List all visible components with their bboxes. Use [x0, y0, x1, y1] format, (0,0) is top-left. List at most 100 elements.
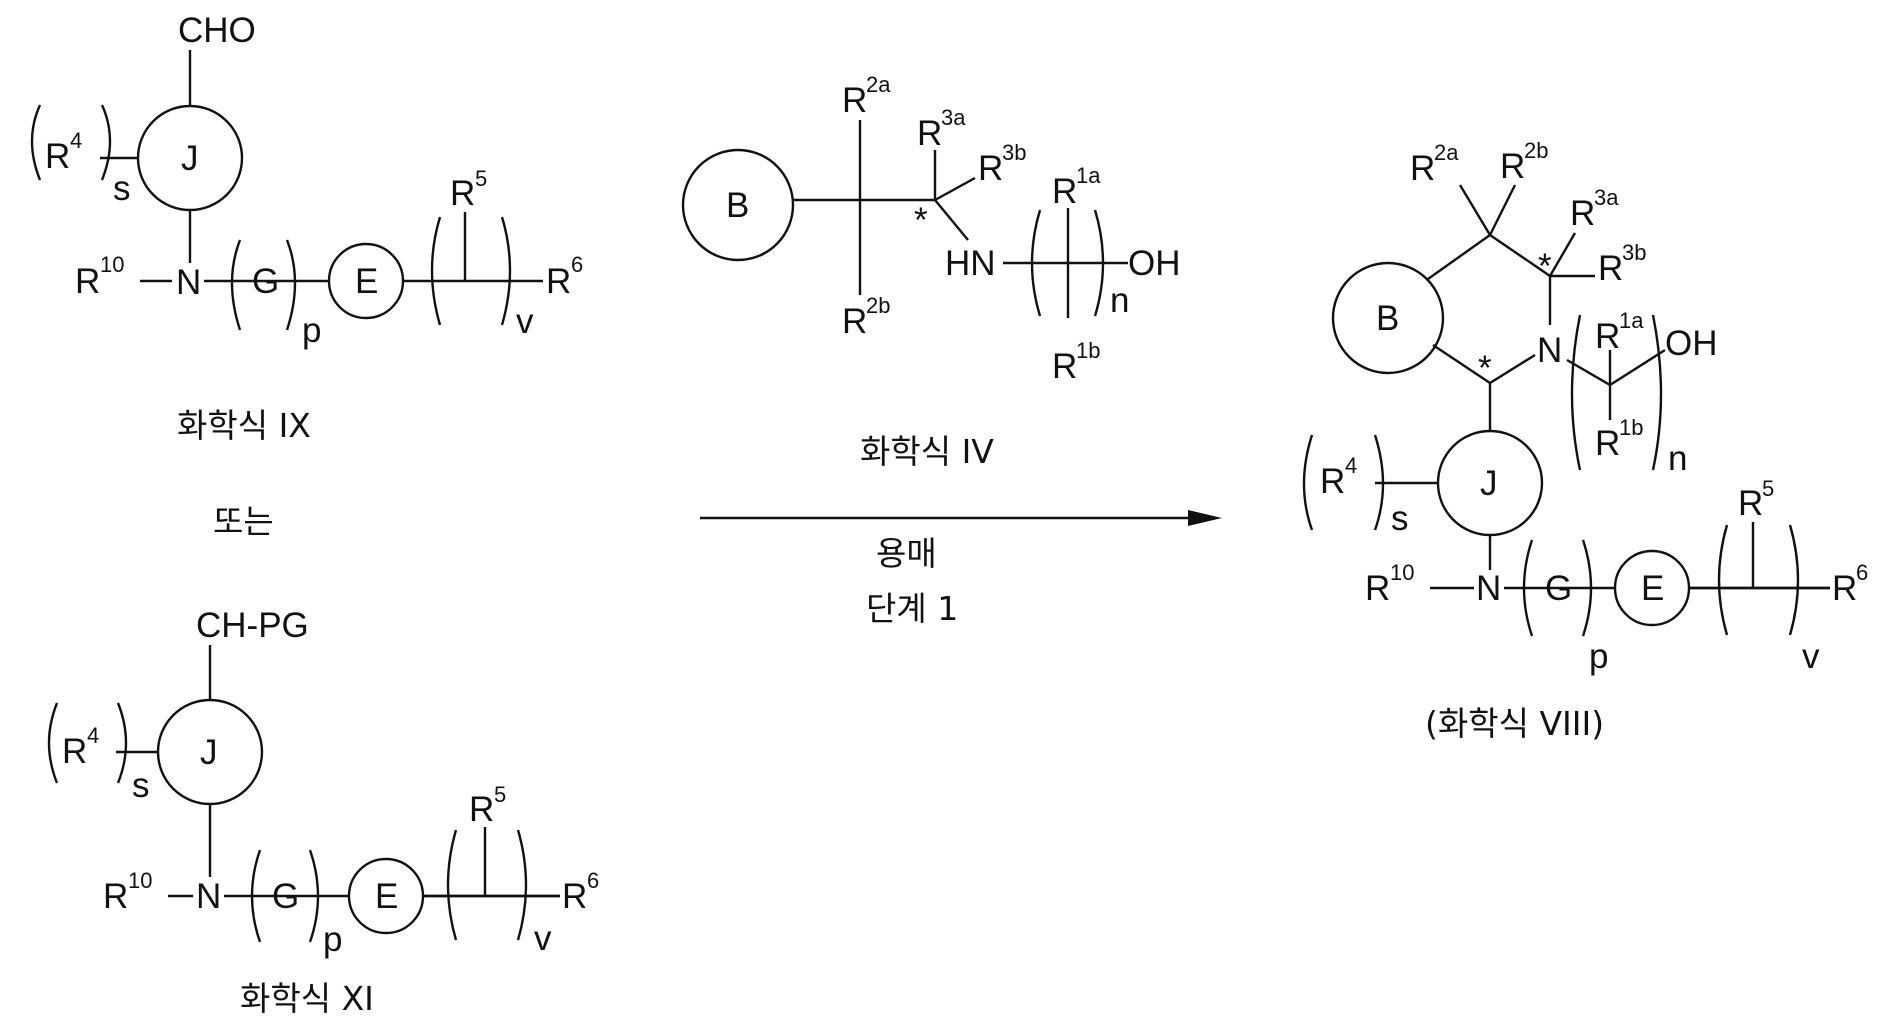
superscript: 10 — [100, 252, 124, 277]
superscript: 6 — [571, 252, 583, 277]
cho-label: CHO — [178, 11, 256, 50]
caption-formula-iv: 화학식 IV — [860, 432, 994, 471]
ring-j-label: J — [181, 139, 199, 178]
reaction-arrow — [700, 510, 1222, 526]
compound-iv: B R 2a R 2b R 3a R 3b * HN R 1a R 1b n O… — [683, 72, 1181, 386]
paren-left — [1719, 525, 1727, 635]
bond — [1490, 355, 1535, 383]
r-label: R — [978, 149, 1003, 188]
ring-e-label: E — [355, 262, 378, 301]
arrow-solvent-label: 용매 — [876, 534, 937, 573]
superscript: 3b — [1002, 140, 1026, 165]
r-label: R — [1500, 147, 1525, 186]
ring-j-label: J — [1480, 464, 1498, 503]
superscript: 3b — [1622, 240, 1646, 265]
r-label: R — [1320, 462, 1345, 501]
subscript-p: p — [302, 311, 321, 350]
paren-left — [1572, 315, 1580, 470]
ch-pg-label: CH-PG — [196, 606, 309, 645]
superscript: 1a — [1076, 163, 1101, 188]
stereo-star: * — [1478, 349, 1492, 388]
superscript: 1b — [1076, 338, 1100, 363]
subscript-v: v — [516, 302, 534, 341]
g-label: G — [272, 877, 299, 916]
r-label: R — [1570, 194, 1595, 233]
r-label: R — [842, 302, 867, 341]
r-label: R — [842, 81, 867, 120]
r-label: R — [45, 137, 70, 176]
superscript: 2a — [1434, 140, 1459, 165]
compound-viii: B R 2a R 2b * R 3a R 3b N * R 1a R 1b n … — [1304, 138, 1868, 676]
superscript: 4 — [87, 723, 99, 748]
superscript: 2b — [1524, 138, 1548, 163]
paren-right — [287, 240, 295, 330]
oh-label: OH — [1128, 244, 1181, 283]
r-label: R — [546, 262, 571, 301]
r-label: R — [1052, 172, 1077, 211]
superscript: 3a — [1594, 185, 1619, 210]
caption-formula-viii: (화학식 VIII) — [1425, 704, 1604, 743]
stereo-star: * — [914, 201, 928, 240]
n-label: N — [1537, 331, 1562, 370]
ring-b-label: B — [726, 186, 749, 225]
ring-b-label: B — [1376, 299, 1399, 338]
n-label: N — [196, 877, 221, 916]
r-label: R — [1052, 347, 1077, 386]
ring-e-label: E — [1641, 569, 1664, 608]
compound-ix: CHO R 4 s J R 10 N G p E R 5 v R 6 — [32, 11, 583, 350]
ring-e-label: E — [375, 877, 398, 916]
subscript-n: n — [1110, 281, 1129, 320]
superscript: 6 — [1856, 560, 1868, 585]
r-label: R — [75, 262, 100, 301]
superscript: 5 — [475, 166, 487, 191]
superscript: 10 — [1390, 560, 1414, 585]
caption-formula-ix: 화학식 IX — [177, 406, 311, 445]
paren-left — [448, 830, 456, 940]
subscript-v: v — [534, 919, 552, 958]
r-label: R — [450, 174, 475, 213]
superscript: 2a — [866, 72, 891, 97]
paren-left — [32, 105, 40, 180]
superscript: 4 — [1345, 453, 1357, 478]
subscript-s: s — [1391, 499, 1409, 538]
superscript: 6 — [587, 868, 599, 893]
r-label: R — [103, 877, 128, 916]
bond — [935, 200, 968, 240]
r-label: R — [562, 877, 587, 916]
g-label: G — [252, 262, 279, 301]
r-label: R — [1595, 424, 1620, 463]
bond — [1490, 185, 1515, 235]
paren-left — [49, 703, 57, 783]
arrow-head — [1188, 510, 1222, 526]
r-label: R — [917, 114, 942, 153]
paren-left — [432, 217, 440, 325]
superscript: 2b — [866, 293, 890, 318]
superscript: 5 — [494, 782, 506, 807]
r-label: R — [1365, 569, 1390, 608]
r-label: R — [1595, 317, 1620, 356]
paren-right — [518, 830, 526, 940]
paren-right — [102, 105, 110, 180]
superscript: 3a — [941, 105, 966, 130]
subscript-s: s — [113, 169, 131, 208]
hn-label: HN — [945, 244, 996, 283]
r-label: R — [1832, 569, 1857, 608]
superscript: 1a — [1619, 308, 1644, 333]
paren-left — [1304, 435, 1312, 530]
caption-or: 또는 — [213, 502, 274, 541]
superscript: 1b — [1619, 415, 1643, 440]
superscript: 4 — [70, 128, 82, 153]
r-label: R — [62, 732, 87, 771]
ring-j-label: J — [200, 733, 218, 772]
g-label: G — [1545, 569, 1572, 608]
r-label: R — [469, 790, 494, 829]
n-label: N — [1476, 569, 1501, 608]
bond — [1428, 235, 1490, 279]
paren-right — [118, 703, 126, 783]
superscript: 5 — [1762, 476, 1774, 501]
paren-right — [1790, 525, 1798, 635]
r-label: R — [1738, 484, 1763, 523]
bond — [1550, 233, 1575, 276]
subscript-v: v — [1802, 637, 1820, 676]
